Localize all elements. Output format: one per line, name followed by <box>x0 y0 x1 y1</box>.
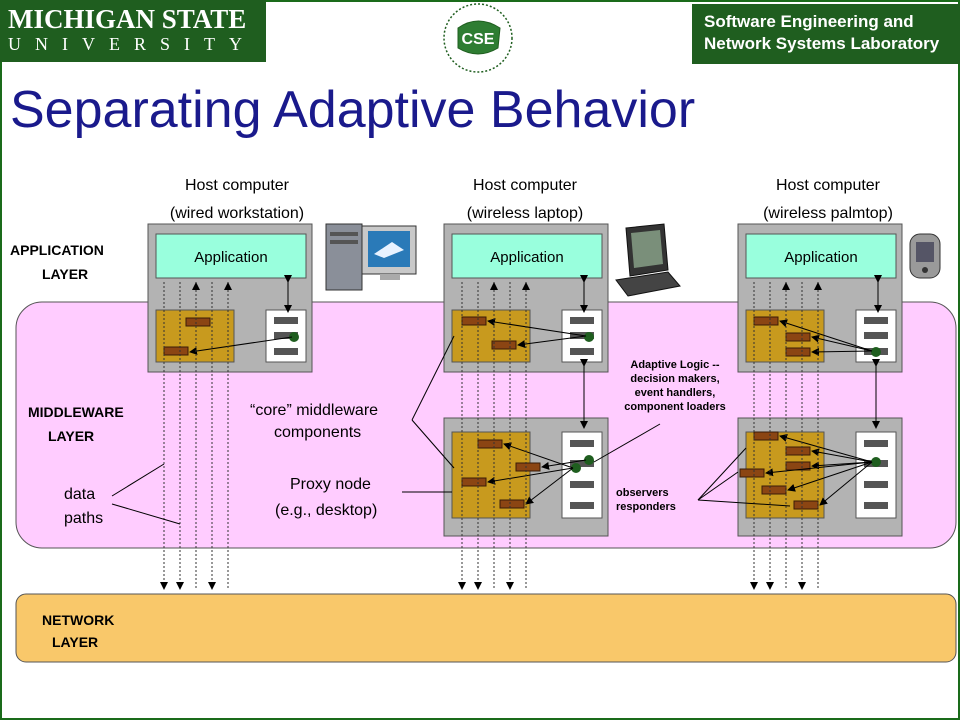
slide-title: Separating Adaptive Behavior <box>10 81 696 139</box>
application-box-1 <box>155 233 307 279</box>
lab-logo-line2: Network Systems Laboratory <box>704 34 940 53</box>
network-layer-label-1: NETWORK <box>42 612 115 628</box>
msu-logo-line1: MICHIGAN STATE <box>8 4 247 34</box>
host-line2: (wired workstation) <box>169 205 305 222</box>
application-box-3 <box>745 233 897 279</box>
host-label-laptop: Host computer (wireless laptop) <box>415 172 635 228</box>
adaptation-arrows <box>189 318 873 506</box>
component-blocks <box>163 316 819 510</box>
laptop-picture <box>615 223 681 297</box>
control-arrows <box>284 275 882 429</box>
observers-line1: observers <box>616 487 669 499</box>
observers-line2: responders <box>616 501 676 513</box>
network-layer-band <box>15 593 957 663</box>
adaptive-logic-note: Adaptive Logic -- decision makers, event… <box>612 358 738 414</box>
data-paths-label-2: paths <box>64 510 104 527</box>
host-label-workstation: Host computer (wired workstation) <box>127 172 347 228</box>
core-middleware-label-2: components <box>274 424 362 441</box>
adaptive-logic-line2: decision makers, <box>630 373 720 385</box>
host-line1: Host computer <box>472 177 578 194</box>
host-line2: (wireless palmtop) <box>763 205 893 222</box>
host-line2: (wireless laptop) <box>466 205 584 222</box>
observer-dots <box>289 332 881 473</box>
adaptive-logic-line3: event handlers, <box>634 387 716 399</box>
application-label-1: Application <box>194 249 267 266</box>
data-path-lines <box>163 282 819 590</box>
middleware-layer-label-1: MIDDLEWARE <box>28 404 124 420</box>
annotation-lines <box>111 335 791 525</box>
host-label-palmtop: Host computer (wireless palmtop) <box>718 172 938 228</box>
middleware-layer-label-2: LAYER <box>48 428 95 444</box>
msu-logo: MICHIGAN STATE UNIVERSITY <box>0 0 266 62</box>
application-layer-label-1: APPLICATION <box>10 242 104 258</box>
adaptive-logic-line1: Adaptive Logic -- <box>630 359 720 371</box>
palmtop-picture <box>909 233 941 279</box>
application-label-3: Application <box>784 249 857 266</box>
host-line1: Host computer <box>775 177 881 194</box>
proxy-node-label-2: (e.g., desktop) <box>275 502 378 519</box>
core-middleware-label-1: “core” middleware <box>250 402 379 419</box>
workstation-picture <box>325 223 417 291</box>
proxy-node-label-1: Proxy node <box>290 476 371 493</box>
data-path-arrowheads <box>160 282 822 590</box>
network-layer-label-2: LAYER <box>52 634 99 650</box>
host-line1: Host computer <box>184 177 290 194</box>
observers-note: observers responders <box>616 486 676 514</box>
seal-text: CSE <box>462 31 495 48</box>
lab-logo: Software Engineering and Network Systems… <box>692 4 960 64</box>
msu-logo-line2: UNIVERSITY <box>8 34 256 54</box>
application-box-2 <box>451 233 603 279</box>
application-layer-label-2: LAYER <box>42 266 89 282</box>
application-label-2: Application <box>490 249 563 266</box>
adaptive-logic-line4: component loaders <box>624 401 726 413</box>
cse-seal-logo: CSE <box>443 3 513 73</box>
lab-logo-line1: Software Engineering and <box>704 12 914 31</box>
data-paths-label-1: data <box>64 486 96 503</box>
